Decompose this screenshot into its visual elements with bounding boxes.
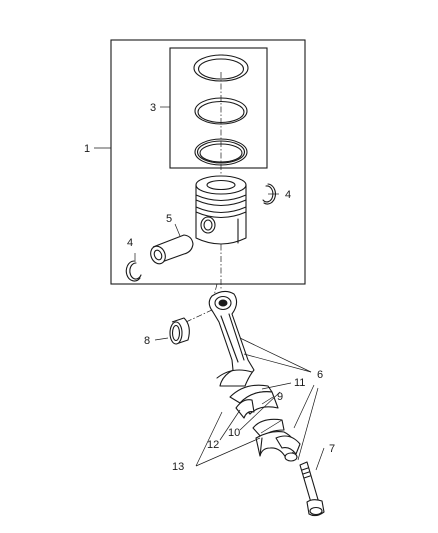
top-ring xyxy=(193,54,249,82)
rod-centerline xyxy=(213,283,218,297)
oil-ring xyxy=(194,138,248,166)
pin-bushing xyxy=(169,317,190,345)
callout-12: 12 xyxy=(207,439,219,451)
piston xyxy=(195,175,247,245)
callout-3: 3 xyxy=(150,102,156,114)
callout-13: 13 xyxy=(172,461,184,473)
retainer-upper xyxy=(262,183,276,205)
second-ring xyxy=(194,97,248,125)
callout-11: 11 xyxy=(294,377,305,389)
ring-set-frame xyxy=(169,47,268,169)
callout-labels: 1 3 4 4 5 6 7 8 9 10 11 12 13 xyxy=(84,102,335,473)
callout-5: 5 xyxy=(166,213,172,225)
lower-bearings xyxy=(252,418,301,462)
upper-bearings xyxy=(229,384,279,419)
callout-1: 1 xyxy=(84,143,90,155)
callout-10: 10 xyxy=(228,427,240,439)
piston-pin xyxy=(150,234,194,265)
retainer-lower xyxy=(125,260,142,282)
bushing-centerline xyxy=(185,308,215,323)
rod-bolt xyxy=(299,461,325,517)
callout-4-upper: 4 xyxy=(285,189,291,201)
callout-9: 9 xyxy=(277,391,283,403)
callout-8: 8 xyxy=(144,335,150,347)
piston-rings xyxy=(193,54,249,166)
connecting-rod xyxy=(208,290,255,387)
leader-lines xyxy=(94,106,325,471)
callout-4-lower: 4 xyxy=(127,237,133,249)
piston-assembly-frame xyxy=(110,39,306,285)
callout-6: 6 xyxy=(317,369,323,381)
callout-7: 7 xyxy=(329,443,335,455)
